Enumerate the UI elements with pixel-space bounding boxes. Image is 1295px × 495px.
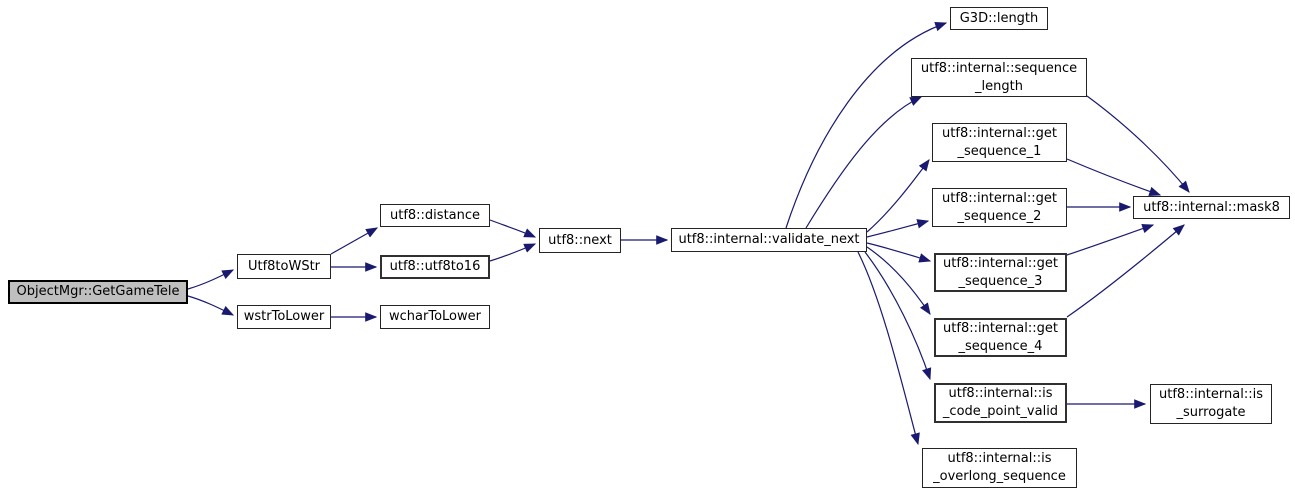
node-internal-validate-next[interactable]: utf8::internal::validate_next bbox=[671, 228, 867, 252]
node-internal-is-code-point-valid[interactable]: utf8::internal::is _code_point_valid bbox=[934, 383, 1067, 423]
edge-validatenext-gs4 bbox=[866, 246, 931, 315]
node-utf8-utf8to16[interactable]: utf8::utf8to16 bbox=[380, 255, 490, 279]
node-g3d-length[interactable]: G3D::length bbox=[950, 7, 1048, 30]
edge-validatenext-seqlength bbox=[805, 96, 923, 229]
node-utf8-distance[interactable]: utf8::distance bbox=[380, 204, 490, 227]
edge-validatenext-iscodepoint bbox=[864, 251, 932, 381]
edge-seqlength-mask8 bbox=[1086, 95, 1190, 193]
edge-validatenext-gs1 bbox=[866, 159, 930, 233]
node-internal-is-overlong-sequence[interactable]: utf8::internal::is _overlong_sequence bbox=[922, 448, 1077, 488]
node-internal-is-surrogate[interactable]: utf8::internal::is _surrogate bbox=[1150, 384, 1272, 424]
node-utf8towstr[interactable]: Utf8toWStr bbox=[237, 254, 331, 279]
node-internal-mask8[interactable]: utf8::internal::mask8 bbox=[1133, 196, 1290, 219]
node-wchartolower[interactable]: wcharToLower bbox=[380, 305, 490, 329]
edge-gs3-mask8 bbox=[1066, 224, 1155, 256]
edge-getgametele-wstrtolower bbox=[187, 295, 235, 316]
edge-gs4-mask8 bbox=[1066, 224, 1185, 318]
node-wstrtolower[interactable]: wstrToLower bbox=[237, 305, 331, 329]
edge-validatenext-g3dlength bbox=[785, 22, 948, 229]
edge-utf8to16-next bbox=[489, 243, 537, 262]
edge-utf8towstr-distance bbox=[330, 227, 379, 255]
edge-validatenext-gs3 bbox=[866, 242, 932, 263]
node-internal-get-sequence-3[interactable]: utf8::internal::get _sequence_3 bbox=[934, 253, 1067, 292]
node-objectmgr-getgametele: ObjectMgr::GetGameTele bbox=[8, 280, 188, 304]
node-internal-get-sequence-2[interactable]: utf8::internal::get _sequence_2 bbox=[932, 188, 1067, 227]
node-internal-get-sequence-1[interactable]: utf8::internal::get _sequence_1 bbox=[932, 123, 1067, 162]
node-internal-sequence-length[interactable]: utf8::internal::sequence _length bbox=[911, 58, 1087, 97]
edge-getgametele-utf8towstr bbox=[187, 269, 235, 290]
node-utf8-next[interactable]: utf8::next bbox=[539, 228, 621, 253]
node-internal-get-sequence-4[interactable]: utf8::internal::get _sequence_4 bbox=[934, 318, 1067, 357]
edge-distance-next bbox=[489, 219, 537, 238]
edge-validatenext-gs2 bbox=[866, 219, 930, 238]
edge-gs1-mask8 bbox=[1066, 158, 1162, 197]
edge-validatenext-isoverlong bbox=[857, 251, 920, 446]
